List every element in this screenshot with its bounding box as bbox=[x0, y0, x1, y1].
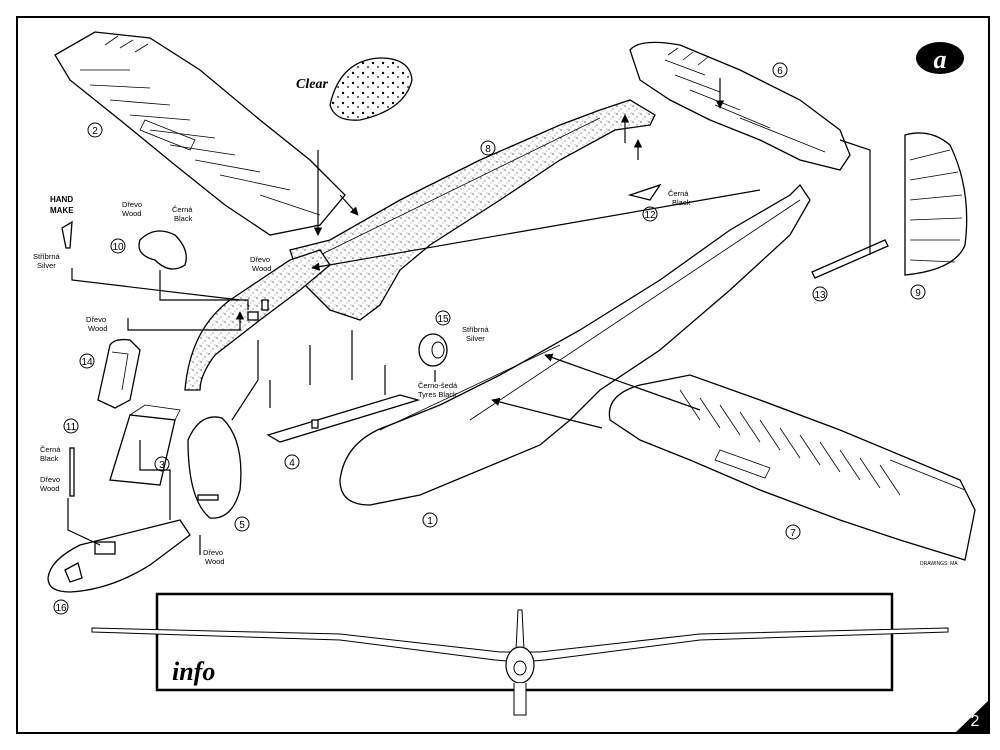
part-4-rail: 4 bbox=[266, 394, 421, 470]
part-3-panel: 3 bbox=[109, 404, 181, 486]
part-4-number: 4 bbox=[289, 458, 295, 469]
page-number-corner: 2 bbox=[955, 700, 989, 733]
part-9-rudder: 9 bbox=[904, 132, 968, 300]
hand-make-note: HAND MAKE Stříbrná Silver bbox=[33, 195, 74, 270]
part-14-seat: Dřevo Wood 14 bbox=[79, 315, 141, 409]
hand-make-line-1: HAND bbox=[50, 195, 73, 204]
part-8-number: 8 bbox=[485, 144, 491, 155]
label-11-wood: Wood bbox=[40, 484, 59, 493]
glider-front-fuselage bbox=[505, 646, 535, 684]
assembly-lines bbox=[67, 78, 871, 555]
part-10-part: 10 Dřevo Wood Černá Black bbox=[110, 200, 193, 270]
badge-letter: a bbox=[934, 45, 947, 74]
part-13-number: 13 bbox=[814, 290, 826, 301]
label-14-wood: Wood bbox=[88, 324, 107, 333]
label-11-black: Black bbox=[40, 454, 59, 463]
part-12-number: 12 bbox=[644, 210, 656, 221]
label-16-drevo: Dřevo bbox=[203, 548, 223, 557]
part-2-number: 2 bbox=[92, 126, 98, 137]
part-10-number: 10 bbox=[112, 242, 124, 253]
part-6-stabiliser: 6 bbox=[629, 41, 851, 171]
part-7-right-wing: DRAWINGS: MA 7 bbox=[608, 374, 976, 567]
label-11-cerna: Černá bbox=[40, 445, 61, 454]
label-15-tyres-black: Tyres Black bbox=[418, 390, 457, 399]
part-14-number: 14 bbox=[81, 357, 93, 368]
label-12-black: Black bbox=[672, 198, 691, 207]
part-8-fuselage-half: 8 bbox=[289, 99, 656, 321]
label-10-wood: Wood bbox=[122, 209, 141, 218]
part-12-tail-part: Černá Black 12 bbox=[627, 183, 691, 222]
label-12-cerna: Černá bbox=[668, 189, 689, 198]
part-5-bulkhead: 5 bbox=[187, 416, 250, 532]
part-16-cockpit-floor: 16 Dřevo Wood bbox=[47, 519, 224, 615]
part-16-number: 16 bbox=[55, 603, 67, 614]
label-fuselage-wood: Wood bbox=[252, 264, 271, 273]
part-13-rod: 13 bbox=[811, 239, 889, 302]
label-10-black: Black bbox=[174, 214, 193, 223]
part-15-number: 15 bbox=[437, 314, 449, 325]
part-2-left-wing: 2 bbox=[54, 31, 346, 236]
label-hand-silver: Silver bbox=[37, 261, 56, 270]
part-3-number: 3 bbox=[159, 460, 165, 471]
part-11-number: 11 bbox=[66, 422, 77, 433]
part-9-number: 9 bbox=[915, 288, 921, 299]
part-7-number: 7 bbox=[790, 528, 796, 539]
fuselage-left-half bbox=[184, 249, 331, 391]
page-frame bbox=[16, 16, 990, 734]
label-15-stribrna: Stříbrná bbox=[462, 325, 490, 334]
label-10-drevo: Dřevo bbox=[122, 200, 142, 209]
label-14-drevo: Dřevo bbox=[86, 315, 106, 324]
label-15-silver: Silver bbox=[466, 334, 485, 343]
info-panel: info bbox=[91, 592, 949, 716]
label-10-cerna: Černá bbox=[172, 205, 193, 214]
part-5-number: 5 bbox=[239, 520, 245, 531]
info-title: info bbox=[172, 657, 215, 686]
label-15-cerno-seda: Černo-šedá bbox=[418, 381, 458, 390]
label-16-wood: Wood bbox=[205, 557, 224, 566]
label-11-drevo: Dřevo bbox=[40, 475, 60, 484]
part-1-fuselage: 1 bbox=[339, 183, 811, 528]
canopy-clear: Clear bbox=[296, 57, 413, 121]
glider-front-view bbox=[91, 627, 949, 663]
part-6-number: 6 bbox=[777, 66, 783, 77]
label-clear: Clear bbox=[296, 77, 328, 92]
label-hand-stribrna: Stříbrná bbox=[33, 252, 61, 261]
hand-make-line-2: MAKE bbox=[50, 206, 74, 215]
sheet-badge: a bbox=[916, 42, 964, 74]
part-15-callout: 15 Stříbrná Silver Černo-šedá Tyres Blac… bbox=[418, 310, 490, 399]
label-fuselage-drevo: Dřevo bbox=[250, 255, 270, 264]
part-11-stick: 11 Černá Black Dřevo Wood bbox=[40, 418, 79, 497]
page-number: 2 bbox=[971, 713, 980, 730]
drawing-credit: DRAWINGS: MA bbox=[920, 561, 958, 567]
part-1-number: 1 bbox=[427, 516, 433, 527]
